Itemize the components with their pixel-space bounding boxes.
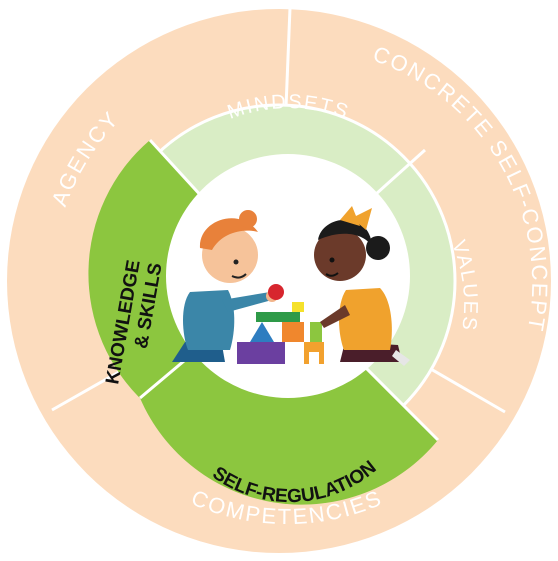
red-ball (268, 284, 284, 300)
boy-figure (172, 210, 278, 362)
children-playing-blocks-icon (172, 206, 410, 366)
blocks (237, 302, 324, 364)
girl-figure (314, 206, 410, 366)
